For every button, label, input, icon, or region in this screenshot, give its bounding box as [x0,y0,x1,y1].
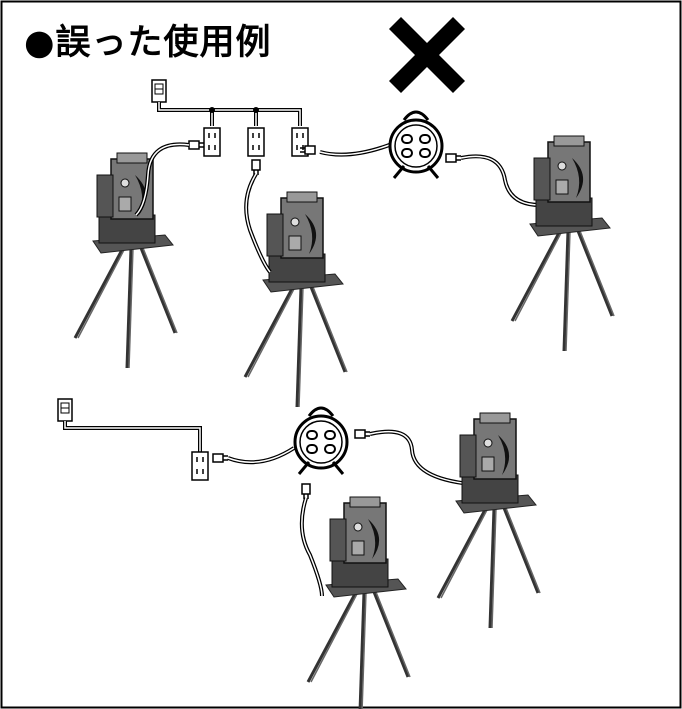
outlet-icon [203,127,221,157]
page-title: ●誤った使用例 [24,23,272,63]
wall-outlet-icon [57,398,73,422]
cross-mark-icon [389,17,465,93]
outlet-icon [247,127,265,157]
lower-scene [57,398,542,709]
wall-outlet-icon [151,79,167,103]
outlet-icon [191,451,209,481]
upper-scene [73,79,616,409]
